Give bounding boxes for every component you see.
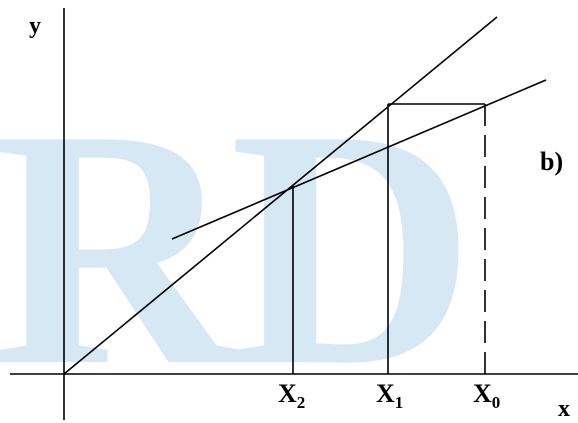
diagonal-line [63,16,498,375]
function-line [171,79,547,240]
tick-label-x1: X1 [376,379,403,412]
tick-label-x0-base: X [473,379,492,408]
tick-label-x1-sub: 1 [395,393,404,412]
y-axis-label: y [29,13,41,39]
tick-label-x2: X2 [278,379,305,412]
tick-label-x0: X0 [473,379,500,412]
tick-label-x2-sub: 2 [297,393,306,412]
x-axis-label: x [558,396,570,422]
panel-label: b) [540,147,563,176]
tick-label-x0-sub: 0 [492,393,501,412]
tick-label-x1-base: X [376,379,395,408]
tick-label-x2-base: X [278,379,297,408]
